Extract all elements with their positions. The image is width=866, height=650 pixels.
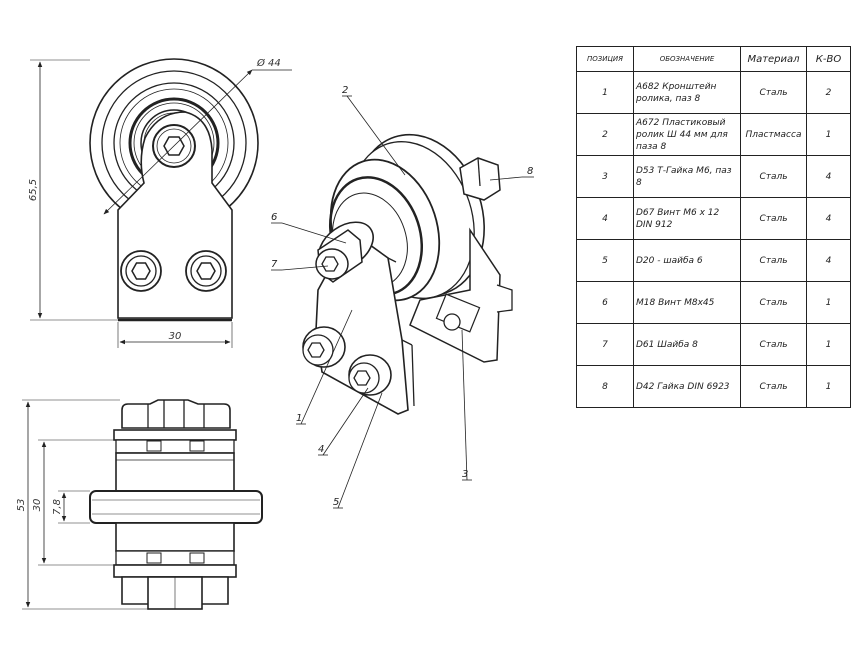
diameter-leader xyxy=(103,69,253,215)
roller-rim xyxy=(89,490,263,524)
cell-quantity: 1 xyxy=(806,323,851,366)
dim-groove-side: 7,8 xyxy=(52,499,63,515)
cell-quantity: 4 xyxy=(806,197,851,240)
dim-height-front: 65,5 xyxy=(28,179,39,201)
cell-position: 7 xyxy=(576,323,634,366)
cell-material: Пластмасса xyxy=(740,113,807,156)
header-quantity: К-ВО xyxy=(806,46,851,72)
cell-designation: А682 Кронштейн ролика, паз 8 xyxy=(633,71,741,114)
cell-material: Сталь xyxy=(740,281,807,324)
cell-material: Сталь xyxy=(740,197,807,240)
cell-designation: D42 Гайка DIN 6923 xyxy=(633,365,741,408)
cell-designation: М18 Винт М8х45 xyxy=(633,281,741,324)
cell-position: 5 xyxy=(576,239,634,282)
dim-middle-side: 30 xyxy=(32,499,43,512)
header-designation: ОБОЗНАЧЕНИЕ xyxy=(633,46,741,72)
iso-screw-upper xyxy=(302,326,346,368)
table-header-row: ПОЗИЦИЯ ОБОЗНАЧЕНИЕ Материал К-ВО xyxy=(576,46,851,72)
side-view xyxy=(22,399,263,610)
cell-designation: D67 Винт М6 х 12 DIN 912 xyxy=(633,197,741,240)
cell-designation: D20 - шайба 6 xyxy=(633,239,741,282)
cell-quantity: 1 xyxy=(806,281,851,324)
callout-1: 1 xyxy=(296,413,302,424)
cell-designation: А672 Пластиковый ролик Ш 44 мм для паза … xyxy=(633,113,741,156)
header-position: ПОЗИЦИЯ xyxy=(576,46,634,72)
callout-4: 4 xyxy=(318,444,324,455)
dim-diameter: Ø 44 xyxy=(256,57,281,69)
cell-material: Сталь xyxy=(740,155,807,198)
dim-height-side: 53 xyxy=(16,499,27,512)
cell-quantity: 1 xyxy=(806,365,851,408)
cell-position: 4 xyxy=(576,197,634,240)
mounting-screw-right xyxy=(185,250,227,292)
cell-position: 6 xyxy=(576,281,634,324)
callout-6: 6 xyxy=(271,212,277,223)
mounting-screw-left xyxy=(120,250,162,292)
isometric-view xyxy=(271,95,534,509)
top-nut xyxy=(121,399,231,429)
callout-3: 3 xyxy=(462,469,468,480)
callout-5: 5 xyxy=(333,497,339,508)
cell-designation: D53 Т-Гайка М6, паз 8 xyxy=(633,155,741,198)
cell-position: 3 xyxy=(576,155,634,198)
cell-designation: D61 Шайба 8 xyxy=(633,323,741,366)
cell-position: 1 xyxy=(576,71,634,114)
callout-2: 2 xyxy=(342,85,348,96)
cell-material: Сталь xyxy=(740,323,807,366)
cell-position: 2 xyxy=(576,113,634,156)
cell-quantity: 4 xyxy=(806,239,851,282)
cell-quantity: 2 xyxy=(806,71,851,114)
dim-width-front: 30 xyxy=(169,331,182,342)
cell-quantity: 4 xyxy=(806,155,851,198)
callout-7: 7 xyxy=(271,259,278,270)
front-view xyxy=(30,58,292,348)
callout-8: 8 xyxy=(527,166,533,177)
iso-screw-lower xyxy=(348,354,392,396)
header-material: Материал xyxy=(740,46,807,72)
cell-material: Сталь xyxy=(740,365,807,408)
cell-position: 8 xyxy=(576,365,634,408)
cell-material: Сталь xyxy=(740,239,807,282)
cell-material: Сталь xyxy=(740,71,807,114)
cell-quantity: 1 xyxy=(806,113,851,156)
